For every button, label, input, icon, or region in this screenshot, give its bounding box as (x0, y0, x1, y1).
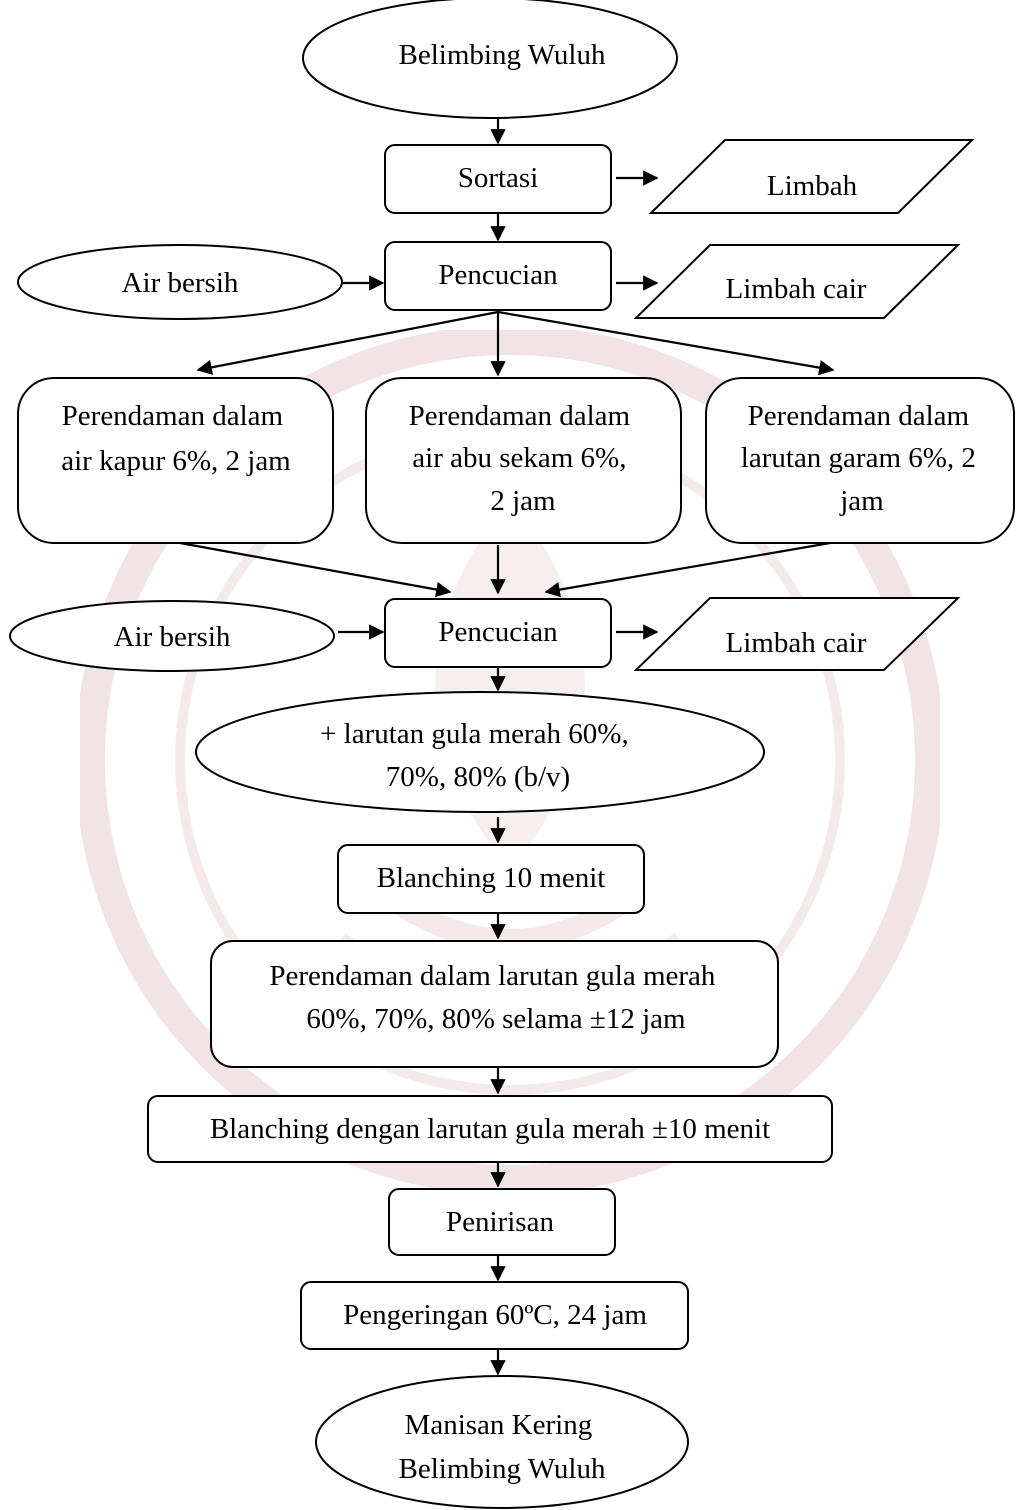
start-label: Belimbing Wuluh (399, 39, 606, 71)
pencucian-process-1: Pencucian (384, 241, 612, 311)
soaking-sugar-line-1: Perendaman dalam larutan gula merah (269, 960, 716, 992)
limbah-label: Limbah (767, 170, 858, 202)
svg-text:Perendaman dalam larutan: Perendaman dalam larutan garam 6%, 2 jam (741, 400, 983, 517)
drying-process: Pengeringan 60ºC, 24 jam (300, 1281, 689, 1350)
air-bersih-label-2: Air bersih (114, 621, 231, 653)
sugar-input-line-1: + larutan gula merah 60%, (320, 718, 629, 750)
limbah-output: Limbah (648, 139, 975, 214)
soaking-salt-line-2: larutan garam 6%, 2 (741, 442, 976, 474)
start-terminal: Belimbing Wuluh (302, 0, 678, 119)
air-bersih-label-1: Air bersih (122, 267, 239, 299)
pencucian-process-2: Pencucian (384, 598, 612, 668)
limbah-cair-output-2: Limbah cair (633, 597, 961, 671)
svg-text:+ larutan gula merah 60%,: + larutan gula merah 60%, 70%, 80% (b/v) (320, 718, 636, 793)
soaking-salt-line-3: jam (839, 485, 884, 517)
soaking-husk-line-2: air abu sekam 6%, (412, 442, 626, 474)
soaking-husk-ash-process: Perendaman dalam air abu sekam 6%, 2 jam (365, 377, 682, 544)
end-terminal: Manisan Kering Belimbing Wuluh (315, 1375, 689, 1509)
air-bersih-input-1: Air bersih (17, 244, 343, 320)
limbah-cair-output-1: Limbah cair (633, 244, 961, 319)
limbah-cair-label-2: Limbah cair (726, 627, 867, 659)
sortasi-label: Sortasi (458, 162, 539, 194)
soaking-husk-line-1: Perendaman dalam (409, 400, 631, 432)
sugar-solution-input: + larutan gula merah 60%, 70%, 80% (b/v) (195, 691, 765, 813)
soaking-sugar-process: Perendaman dalam larutan gula merah 60%,… (210, 940, 779, 1068)
svg-text:Manisan Kering Belimbing: Manisan Kering Belimbing Wuluh (399, 1409, 606, 1485)
end-line-1: Manisan Kering (405, 1409, 593, 1441)
blanching-process-2: Blanching dengan larutan gula merah ±10 … (147, 1095, 833, 1163)
svg-text:Perendaman dalam air abu: Perendaman dalam air abu sekam 6%, 2 jam (409, 400, 638, 517)
drying-label: Pengeringan 60ºC, 24 jam (343, 1299, 647, 1331)
blanching-label-1: Blanching 10 menit (377, 862, 606, 894)
pencucian-label-2: Pencucian (438, 616, 558, 648)
soaking-salt-process: Perendaman dalam larutan garam 6%, 2 jam (705, 377, 1015, 544)
air-bersih-input-2: Air bersih (9, 600, 335, 672)
end-line-2: Belimbing Wuluh (399, 1453, 606, 1485)
sugar-input-line-2: 70%, 80% (b/v) (386, 761, 570, 793)
soaking-husk-line-3: 2 jam (490, 485, 556, 517)
draining-process: Penirisan (388, 1188, 616, 1256)
soaking-sugar-line-2: 60%, 70%, 80% selama ±12 jam (306, 1003, 686, 1035)
soaking-lime-process: Perendaman dalam air kapur 6%, 2 jam (17, 377, 334, 544)
blanching-process-1: Blanching 10 menit (337, 844, 645, 914)
svg-text:Perendaman dalam air kap: Perendaman dalam air kapur 6%, 2 jam (61, 400, 291, 477)
sortasi-process: Sortasi (384, 144, 612, 214)
draining-label: Penirisan (446, 1206, 554, 1238)
soaking-lime-line-1: Perendaman dalam (62, 400, 284, 432)
pencucian-label-1: Pencucian (438, 259, 558, 291)
limbah-cair-label-1: Limbah cair (726, 273, 867, 305)
soaking-salt-line-1: Perendaman dalam (748, 400, 970, 432)
soaking-lime-line-2: air kapur 6%, 2 jam (61, 445, 291, 477)
blanching-label-2: Blanching dengan larutan gula merah ±10 … (210, 1113, 770, 1145)
svg-text:Perendaman dalam larutan gula: Perendaman dalam larutan gula merah 60%,… (269, 960, 722, 1035)
